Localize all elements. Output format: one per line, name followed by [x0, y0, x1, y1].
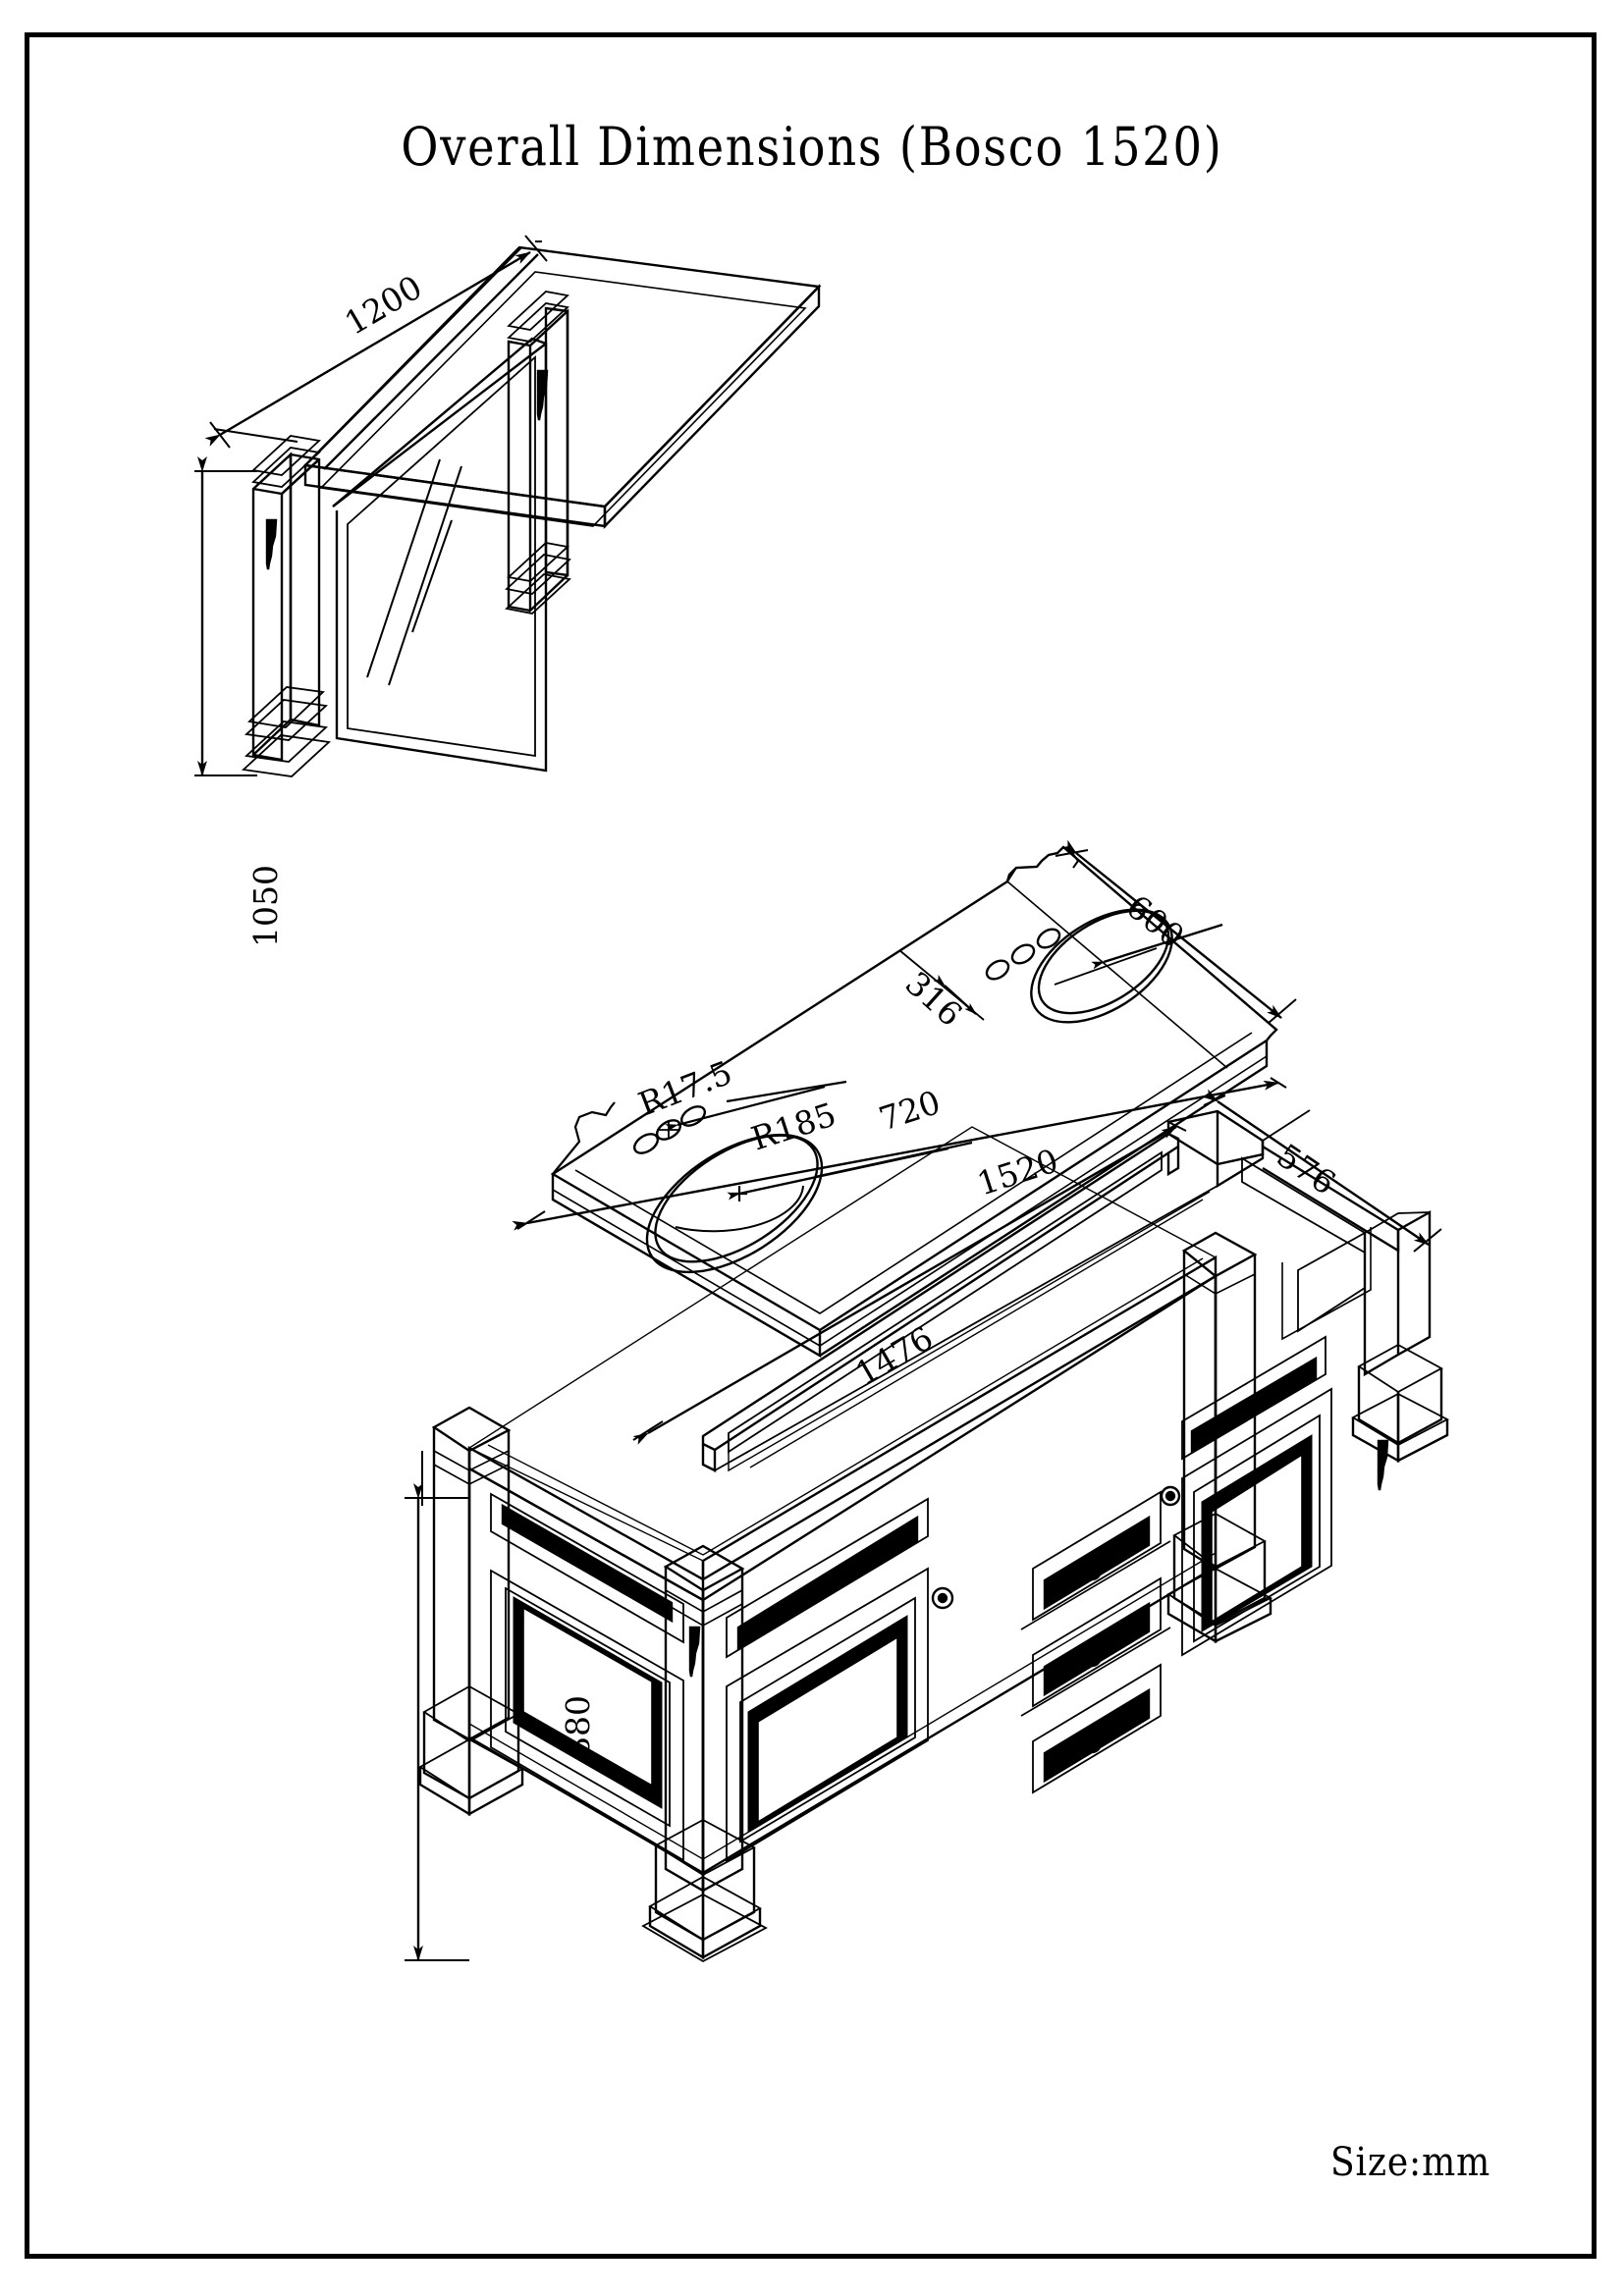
faucet-holes-right [985, 928, 1061, 981]
countertop-top-face [550, 845, 1278, 1332]
dim-label-1050: 1050 [246, 865, 285, 947]
dim-cabinet-height: 880 [405, 1451, 597, 1961]
mirror-reflection-lines [366, 458, 462, 686]
units-note: Size:mm [1330, 2140, 1491, 2185]
dim-basin-spacing: 720 [874, 1083, 945, 1139]
vanity-drawer-3 [1032, 1663, 1162, 1794]
vanity-drawer-2 [1032, 1576, 1162, 1708]
vanity-foot-left [418, 1684, 524, 1817]
dim-label-576: 576 [1271, 1136, 1343, 1202]
drawer-knob-2 [1081, 1646, 1103, 1668]
drawer-knob-3 [1081, 1733, 1103, 1754]
vanity-view [418, 1109, 1449, 1963]
vanity-top-deck [467, 1126, 1218, 1603]
countertop-edge-front [551, 1174, 822, 1359]
page-title: Overall Dimensions (Bosco 1520) [401, 116, 1223, 178]
dim-counter-depth: 600 [1055, 839, 1297, 1024]
dim-label-1200: 1200 [338, 268, 428, 343]
mirror-post-left [241, 435, 332, 777]
mirror-corbel-left [265, 518, 278, 571]
countertop-left-scallop [552, 1101, 616, 1175]
sheet-border [25, 32, 1597, 2259]
vanity-post-front [663, 1544, 745, 1894]
drawer-knob-1 [1081, 1560, 1103, 1581]
vanity-drawer-stack [1020, 1490, 1171, 1794]
mirror-post-right [505, 291, 571, 614]
door-knob-right [1160, 1485, 1181, 1507]
dim-label-316: 316 [898, 964, 970, 1034]
vanity-drawer-1 [1032, 1490, 1162, 1622]
vanity-left-face [467, 1466, 705, 1876]
dim-mirror-height: 1050 [194, 456, 285, 947]
mirror-view [241, 245, 822, 777]
dim-cabinet-width: 1476 [632, 1121, 1187, 1445]
vanity-door-right [1160, 1387, 1332, 1657]
dim-label-720: 720 [874, 1083, 945, 1139]
vanity-foot-front [641, 1818, 768, 1963]
vanity-corbel-right-back [1377, 1439, 1389, 1492]
vanity-foot-right-back [1351, 1343, 1449, 1464]
vanity-corbel-front [688, 1626, 701, 1679]
dim-faucet-offset: 316 [898, 949, 985, 1034]
door-knob-left [931, 1586, 954, 1610]
dim-label-1520: 1520 [972, 1142, 1062, 1203]
dim-basin-right-radius [1091, 923, 1223, 970]
vanity-foot-right [1166, 1512, 1272, 1644]
dim-label-880: 880 [559, 1695, 597, 1757]
vanity-front-face [701, 1273, 1332, 1876]
vanity-door-left [726, 1567, 954, 1863]
